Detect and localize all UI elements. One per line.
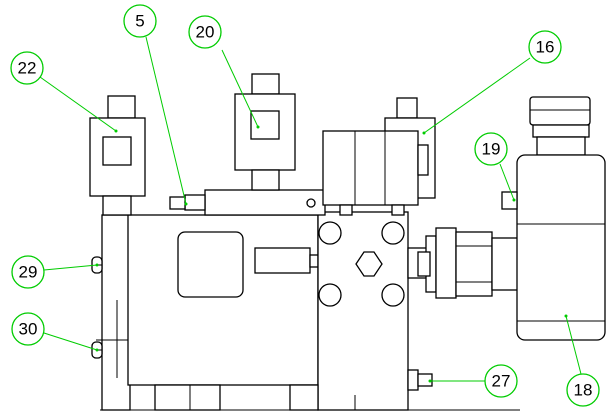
- leader-lines: [39, 36, 582, 383]
- callout-5-label: 5: [135, 12, 144, 31]
- callout-19-label: 19: [482, 140, 501, 159]
- pipe-connection: [407, 227, 521, 299]
- top-rail: [169, 189, 326, 216]
- solenoid-20: [234, 73, 296, 191]
- callout-19: 19: [474, 132, 508, 166]
- callout-30-label: 30: [19, 320, 38, 339]
- callout-16-label: 16: [536, 38, 555, 57]
- callout-5: 5: [123, 4, 157, 38]
- filter-housing-18: [501, 96, 606, 341]
- valve-block: [317, 211, 409, 411]
- callout-22-label: 22: [18, 59, 37, 78]
- callout-22: 22: [10, 51, 44, 85]
- solenoid-22: [89, 95, 146, 216]
- callout-18-label: 18: [574, 381, 593, 400]
- callout-29-label: 29: [19, 263, 38, 282]
- callout-30: 30: [11, 312, 45, 346]
- callout-16: 16: [528, 30, 562, 64]
- base-feet: [100, 384, 520, 411]
- callout-20: 20: [188, 15, 222, 49]
- callout-20-label: 20: [196, 23, 215, 42]
- manifold-block: [127, 214, 319, 386]
- callout-18: 18: [566, 373, 600, 407]
- fitting-27: [407, 369, 433, 391]
- directional-valve-16: [322, 97, 436, 216]
- callout-27-label: 27: [492, 372, 511, 391]
- callout-29: 29: [11, 255, 45, 289]
- callout-27: 27: [484, 364, 518, 398]
